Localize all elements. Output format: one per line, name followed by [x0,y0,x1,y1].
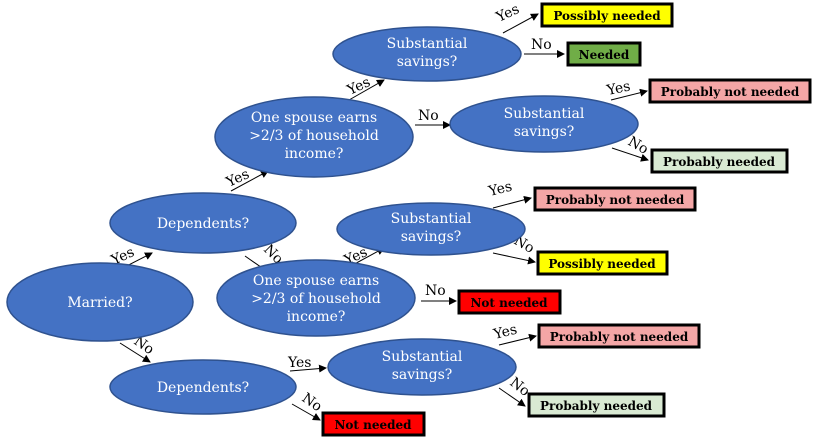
outcome-probably-not-needed-3: Probably not needed [537,323,701,349]
edge-label-dep-married-yes: Yes [223,166,252,191]
outcome-boxes: Possibly needed Needed Probably not need… [321,2,812,437]
edge-earner1-yes-arrow [348,79,385,101]
outcome-probably-needed-1: Probably needed [650,148,789,174]
outcome-possibly-needed-1-box [540,2,674,28]
node-savings-a-line1: Substantial [387,36,468,52]
edge-label-sav-d-yes: Yes [491,322,519,343]
outcome-possibly-needed-2-label: Possibly needed [548,257,656,271]
outcome-probably-needed-2: Probably needed [527,392,666,418]
outcome-not-needed-2-box [321,411,426,437]
node-earner-no-deps-line2: >2/3 of household [251,291,381,307]
node-earner-with-deps-line3: income? [285,146,344,162]
outcome-not-needed-1-box [457,289,562,315]
node-dependents-single-label: Dependents? [157,380,249,396]
node-savings-a-shape [332,26,522,82]
outcome-probably-needed-2-label: Probably needed [540,399,653,413]
outcome-probably-needed-2-box [527,392,666,418]
edge-label-sav-c-yes: Yes [486,179,514,200]
node-earner-with-deps-shape [214,96,414,178]
outcome-probably-not-needed-1-box [648,78,812,104]
node-savings-d-line1: Substantial [382,349,463,365]
outcome-probably-needed-1-box [650,148,789,174]
outcome-probably-not-needed-1: Probably not needed [648,78,812,104]
node-savings-c: Substantial savings? [336,202,526,256]
node-savings-b-shape [449,95,639,153]
node-savings-a-line2: savings? [397,54,458,70]
node-savings-d-shape [327,338,517,396]
outcome-probably-not-needed-3-label: Probably not needed [550,330,689,344]
node-savings-d: Substantial savings? [327,338,517,396]
node-dependents-married-shape [109,192,297,254]
outcome-not-needed-2: Not needed [321,411,426,437]
outcome-probably-not-needed-3-box [537,323,701,349]
edge-label-dep-single-yes: Yes [287,355,312,371]
edge-dep-single-no-arrow [291,403,321,421]
outcome-probably-not-needed-1-label: Probably not needed [661,85,800,99]
edge-label-earner1-yes: Yes [344,74,373,99]
node-savings-b-line2: savings? [514,124,575,140]
outcome-needed-label: Needed [579,48,630,62]
node-married: Married? [6,262,194,342]
edge-label-sav-a-yes: Yes [493,1,522,26]
edge-dep-married-yes-arrow [230,170,269,192]
outcome-probably-not-needed-2-label: Probably not needed [546,193,685,207]
outcome-needed: Needed [566,41,642,67]
edge-label-sav-b-no: No [625,134,651,158]
node-dependents-married: Dependents? [109,192,297,254]
node-savings-b: Substantial savings? [449,95,639,153]
edge-sav-c-yes-arrow [492,195,532,209]
node-savings-b-line1: Substantial [504,106,585,122]
outcome-possibly-needed-1-label: Possibly needed [553,9,661,23]
node-earner-no-deps: One spouse earns >2/3 of household incom… [216,259,416,337]
edge-sav-c-no-arrow [492,252,536,265]
node-married-shape [6,262,194,342]
edge-sav-a-yes-arrow [502,13,539,34]
edge-sav-d-no-arrow [498,387,526,407]
outcome-possibly-needed-2-box [536,250,669,276]
outcome-probably-not-needed-2: Probably not needed [533,186,697,212]
outcome-needed-box [566,41,642,67]
node-dependents-single-shape [109,359,297,415]
node-savings-d-line2: savings? [392,367,453,383]
edge-label-dep-single-no: No [299,390,325,415]
node-savings-c-shape [336,202,526,256]
node-earner-no-deps-shape [216,259,416,337]
outcome-possibly-needed-1: Possibly needed [540,2,674,28]
node-married-label: Married? [67,295,132,311]
outcome-possibly-needed-2: Possibly needed [536,250,669,276]
edge-sav-b-no-arrow [611,147,649,162]
outcome-probably-not-needed-2-box [533,186,697,212]
edge-married-no-arrow [119,342,151,363]
outcome-probably-needed-1-label: Probably needed [663,155,776,169]
edge-label-earner1-no: No [418,108,439,124]
node-earner-with-deps-line1: One spouse earns [251,110,377,126]
node-savings-c-line2: savings? [401,229,462,245]
outcome-not-needed-1-label: Not needed [470,296,548,310]
node-earner-no-deps-line3: income? [287,309,346,325]
decision-nodes: Married? Dependents? Dependents? One spo… [6,26,639,415]
edge-label-sav-a-no: No [531,37,552,53]
node-dependents-single: Dependents? [109,359,297,415]
node-dependents-married-label: Dependents? [157,216,249,232]
edge-label-sav-b-yes: Yes [605,78,632,99]
outcome-not-needed-1: Not needed [457,289,562,315]
node-earner-with-deps: One spouse earns >2/3 of household incom… [214,96,414,178]
node-savings-a: Substantial savings? [332,26,522,82]
edge-dep-single-yes-arrow [289,364,327,373]
edge-sav-d-yes-arrow [498,333,537,346]
edge-label-earner2-no: No [425,283,446,299]
node-savings-c-line1: Substantial [391,211,472,227]
outcome-not-needed-2-label: Not needed [334,418,412,432]
edge-sav-b-yes-arrow [610,88,648,101]
node-earner-no-deps-line1: One spouse earns [253,273,379,289]
node-earner-with-deps-line2: >2/3 of household [249,128,379,144]
